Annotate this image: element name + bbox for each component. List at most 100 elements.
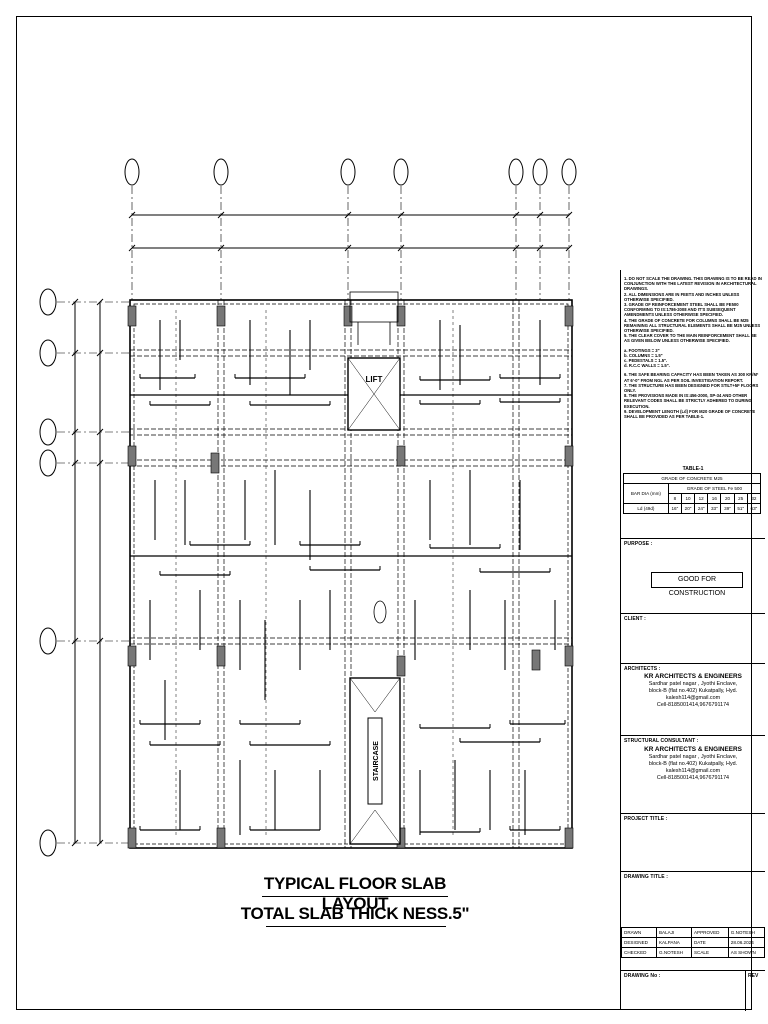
bar-dia-cell: 20	[720, 493, 735, 504]
general-notes-section: 1. DO NOT SCALE THE DRAWING. THIS DRAWIN…	[621, 270, 765, 538]
approved-by: G.NOTESH	[727, 927, 766, 938]
ld-value-cell: 63"	[746, 503, 762, 514]
date-label: DATE	[690, 937, 729, 948]
staircase-diag	[349, 677, 376, 713]
dimension-tick	[565, 244, 573, 252]
structural-email: kalesh114@gmail.com	[665, 768, 721, 774]
note-item: 6. THE SAFE BEARING CAPACITY HAS BEEN TA…	[624, 372, 759, 383]
staircase-label-box	[367, 717, 383, 805]
staircase-diag	[374, 809, 401, 845]
grade-concrete-row: GRADE OF CONCRETE M25	[623, 473, 761, 484]
column	[216, 305, 226, 327]
column	[396, 655, 406, 677]
grade-steel-row: GRADE OF STEEL Fe 500	[667, 483, 762, 494]
architects-label: ARCHITECTS :	[624, 666, 661, 672]
rev-box: REV	[745, 971, 765, 1011]
dimension-tick	[71, 298, 79, 306]
architect-email: kalesh114@gmail.com	[665, 695, 721, 701]
bar-dia-cell: 8	[667, 493, 682, 504]
structural-label: STRUCTURAL CONSULTANT :	[624, 738, 699, 744]
dimension-tick	[344, 244, 352, 252]
lift-cross	[347, 357, 401, 431]
column	[531, 649, 541, 671]
purpose-section: PURPOSE : GOOD FOR CONSTRUCTION	[621, 538, 765, 613]
note-item: b. COLUMNS = 1.5"	[624, 352, 663, 358]
grid-bubble-top	[393, 158, 409, 186]
architect-firm-name: KR ARCHITECTS & ENGINEERS	[644, 673, 742, 680]
dimension-tick	[512, 244, 520, 252]
grid-bubble-top	[532, 158, 548, 186]
lift-label: LIFT	[366, 375, 383, 384]
note-item: 5. THE CLEAR COVER TO THE MAIN REINFORCE…	[624, 333, 757, 344]
bar-dia-cell: 12	[694, 493, 709, 504]
column	[127, 445, 137, 467]
project-title-label: PROJECT TITLE :	[624, 816, 668, 822]
bar-dia-label: BAR DIA (mm)	[623, 483, 669, 504]
dimension-tick	[344, 211, 352, 219]
ld-value-cell: 20"	[680, 503, 696, 514]
dimension-tick	[565, 211, 573, 219]
grid-bubble-top	[124, 158, 140, 186]
bar-dia-cell: 25	[733, 493, 748, 504]
ld-value-cell: 24"	[694, 503, 709, 514]
grid-bubble-left	[39, 627, 57, 655]
note-item: a. FOOTINGS = 3"	[624, 347, 660, 353]
title-underline-1	[262, 896, 448, 897]
drawing-title-line2: TOTAL SLAB THICK NESS.5"	[240, 904, 470, 923]
dimension-tick	[397, 211, 405, 219]
dimension-tick	[96, 298, 104, 306]
dimension-tick	[71, 428, 79, 436]
designed-by: KALPANA	[655, 937, 692, 948]
column	[396, 445, 406, 467]
structural-address-1: Sardhar patel nagar , Jyothi Enclave,	[648, 754, 738, 760]
structural-firm-name: KR ARCHITECTS & ENGINEERS	[644, 746, 742, 753]
note-item: 2. ALL DIMENSIONS ARE IN FEETS AND INCHE…	[624, 291, 740, 302]
column	[216, 827, 226, 849]
note-item: 8. THE PROVISIONS MADE IN IS:456-2000, S…	[624, 393, 752, 409]
grid-bubble-top	[508, 158, 524, 186]
checked-label: CHECKED	[621, 947, 657, 958]
bar-dia-cell: 16	[707, 493, 722, 504]
general-notes: 1. DO NOT SCALE THE DRAWING. THIS DRAWIN…	[624, 276, 762, 419]
grid-bubble-left	[39, 418, 57, 446]
good-for-construction-stamp: GOOD FOR CONSTRUCTION	[651, 572, 743, 597]
column	[564, 645, 574, 667]
note-item: 4. THE GRADE OF CONCRETE FOR COLUMNS SHA…	[624, 317, 761, 334]
dimension-tick	[512, 211, 520, 219]
dimension-tick	[536, 211, 544, 219]
ld-label: Ld (49d)	[623, 503, 669, 514]
dimension-tick	[71, 839, 79, 847]
drawing-title-line1: TYPICAL FLOOR SLAB LAYOUT	[263, 874, 447, 913]
structural-section: STRUCTURAL CONSULTANT : KR ARCHITECTS & …	[621, 735, 765, 813]
column	[127, 827, 137, 849]
ld-value-cell: 39"	[720, 503, 735, 514]
drawing-title-section: DRAWING TITLE :	[621, 871, 765, 927]
grid-bubble-left	[39, 449, 57, 477]
dimension-tick	[96, 459, 104, 467]
title-block: 1. DO NOT SCALE THE DRAWING. THIS DRAWIN…	[620, 270, 766, 1011]
note-item: d. R.C.C WALLS = 1.5".	[624, 363, 670, 369]
drawing-number-label: DRAWING No :	[624, 973, 661, 979]
architect-address-1: Sardhar patel nagar , Jyothi Enclave,	[648, 681, 738, 687]
dimension-tick	[71, 349, 79, 357]
signature-table: DRAWN BALAJI APPROVED G.NOTESH DESIGNED …	[621, 927, 766, 958]
dimension-tick	[397, 244, 405, 252]
drawn-by: BALAJI	[655, 927, 692, 938]
dimension-tick	[96, 349, 104, 357]
date-value: 28.06.2024	[727, 937, 766, 948]
architects-section: ARCHITECTS : KR ARCHITECTS & ENGINEERS S…	[621, 663, 765, 735]
note-item: 7. THE STRUCTURE HAS BEEN DESIGNED FOR S…	[624, 382, 759, 394]
ld-value-cell: 51"	[733, 503, 748, 514]
ld-value-cell: 33"	[707, 503, 722, 514]
client-label: CLIENT :	[624, 616, 646, 622]
grid-bubble-left	[39, 288, 57, 316]
scale-label: SCALE	[690, 947, 729, 958]
grid-bubble-top	[213, 158, 229, 186]
staircase-diag	[349, 809, 376, 845]
table1-title: TABLE-1	[682, 466, 704, 472]
grid-bubble-left	[39, 339, 57, 367]
dimension-tick	[128, 211, 136, 219]
drawn-label: DRAWN	[621, 927, 657, 938]
note-item: 1. DO NOT SCALE THE DRAWING. THIS DRAWIN…	[624, 276, 762, 292]
